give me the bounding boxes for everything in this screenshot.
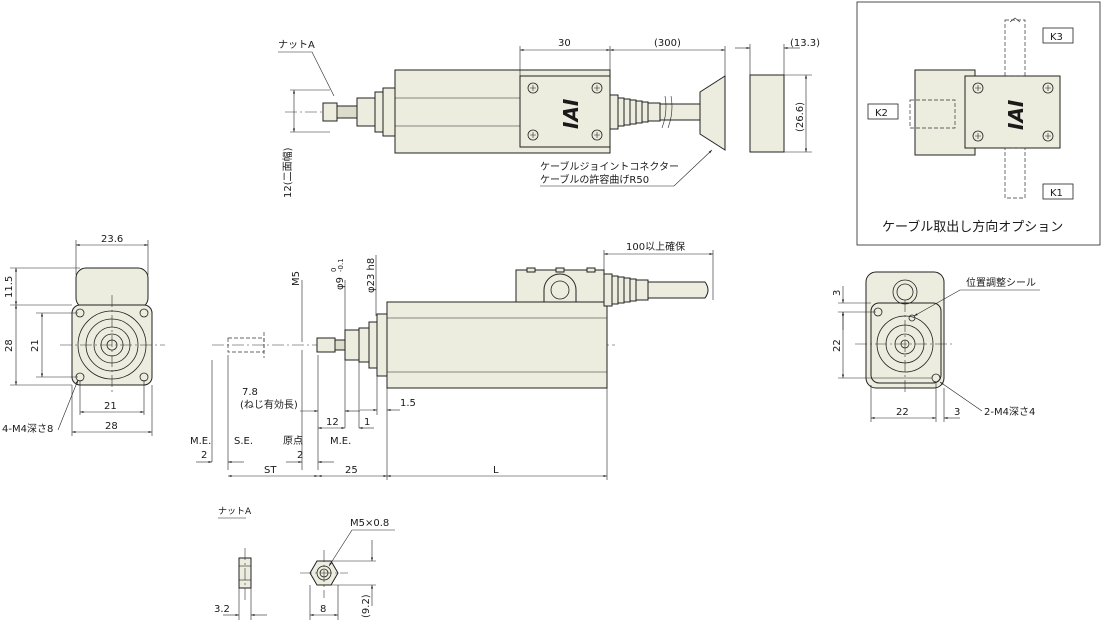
label-thread-len-2: (ねじ有効長) <box>240 398 298 411</box>
option-title: ケーブル取出し方向オプション <box>882 219 1063 235</box>
dim-2-b: 2 <box>297 450 303 461</box>
label-flat-width: 12(二面幅) <box>281 147 294 198</box>
label-origin: 原点 <box>283 435 303 447</box>
cable-direction-option: IAI K3 K2 K1 ケーブル取出し方向オプション <box>856 1 1101 246</box>
iai-logo-top: IAI <box>559 98 583 129</box>
dim-21-bottom: 21 <box>104 401 117 412</box>
label-nut-a-bottom: ナットA <box>218 506 252 517</box>
dim-11-5: 11.5 <box>4 276 15 298</box>
dim-1: 1 <box>364 417 370 428</box>
dim-3-right: 3 <box>954 407 960 418</box>
label-clearance: 100以上確保 <box>626 240 685 253</box>
label-me-right: M.E. <box>330 436 351 447</box>
label-me-left: M.E. <box>190 436 211 447</box>
dim-300: (300) <box>654 38 681 49</box>
dim-26-6: (26.6) <box>795 102 806 132</box>
nut-a-detail: ナットA 3.2 M5×0.8 8 (9.2) <box>214 506 395 620</box>
dim-23-6: 23.6 <box>101 234 123 245</box>
key-k1: K1 <box>1050 188 1063 199</box>
connector-end <box>749 74 785 153</box>
dim-8: 8 <box>320 604 326 615</box>
label-thread-len-1: 7.8 <box>242 387 258 398</box>
dim-m5: M5 <box>291 271 302 286</box>
label-adjust-seal: 位置調整シール <box>966 276 1036 289</box>
cable-bellows-top <box>609 94 661 130</box>
label-nut-a-top: ナットA <box>278 39 315 51</box>
label-cable-joint-2: ケーブルの許容曲げR50 <box>540 173 649 186</box>
label-m5-thread: M5×0.8 <box>350 518 389 529</box>
dim-30: 30 <box>558 38 571 49</box>
dim-12: 12 <box>326 417 339 428</box>
dim-l: L <box>493 465 499 476</box>
dim-9-2: (9.2) <box>361 594 372 618</box>
label-holes-right: 2-M4深さ4 <box>984 406 1035 418</box>
dim-3-2: 3.2 <box>214 604 230 615</box>
dim-25: 25 <box>345 465 358 476</box>
dim-phi9: φ9 <box>335 277 346 290</box>
key-k2: K2 <box>875 108 888 119</box>
main-side-view: 100以上確保 M5 φ9 0 -0.1 φ23 h8 7.8 (ねじ有効長) … <box>190 240 714 480</box>
cable-bellows-main <box>603 273 649 307</box>
dim-2-a: 2 <box>201 450 207 461</box>
key-k3: K3 <box>1050 32 1063 43</box>
dim-phi9-upper: 0 <box>330 268 338 272</box>
dim-22-v: 22 <box>832 339 843 352</box>
label-cable-joint-1: ケーブルジョイントコネクター <box>540 160 679 173</box>
dim-3-top: 3 <box>832 290 843 296</box>
left-front-view: 23.6 11.5 28 21 21 28 4-M4深さ8 <box>2 234 165 436</box>
dim-28-bottom: 28 <box>105 421 118 432</box>
actuator-body-main <box>386 301 608 389</box>
label-se: S.E. <box>234 436 253 447</box>
dim-phi9-lower: -0.1 <box>337 258 345 272</box>
dim-st: ST <box>264 465 277 476</box>
iai-logo-option: IAI <box>1004 99 1028 130</box>
dim-22-h: 22 <box>896 407 909 418</box>
dim-21-left: 21 <box>30 339 41 352</box>
dim-28-left: 28 <box>4 339 15 352</box>
top-side-view: IAI 30 (300) (13.3) (26.6) <box>278 38 820 198</box>
dim-13-3: (13.3) <box>790 38 820 49</box>
dim-phi23: φ23 h8 <box>366 258 377 293</box>
right-rear-view: 位置調整シール 3 22 22 3 2-M4深さ4 <box>832 271 1040 422</box>
dim-1-5: 1.5 <box>400 398 416 409</box>
label-holes-left: 4-M4深さ8 <box>2 423 53 435</box>
